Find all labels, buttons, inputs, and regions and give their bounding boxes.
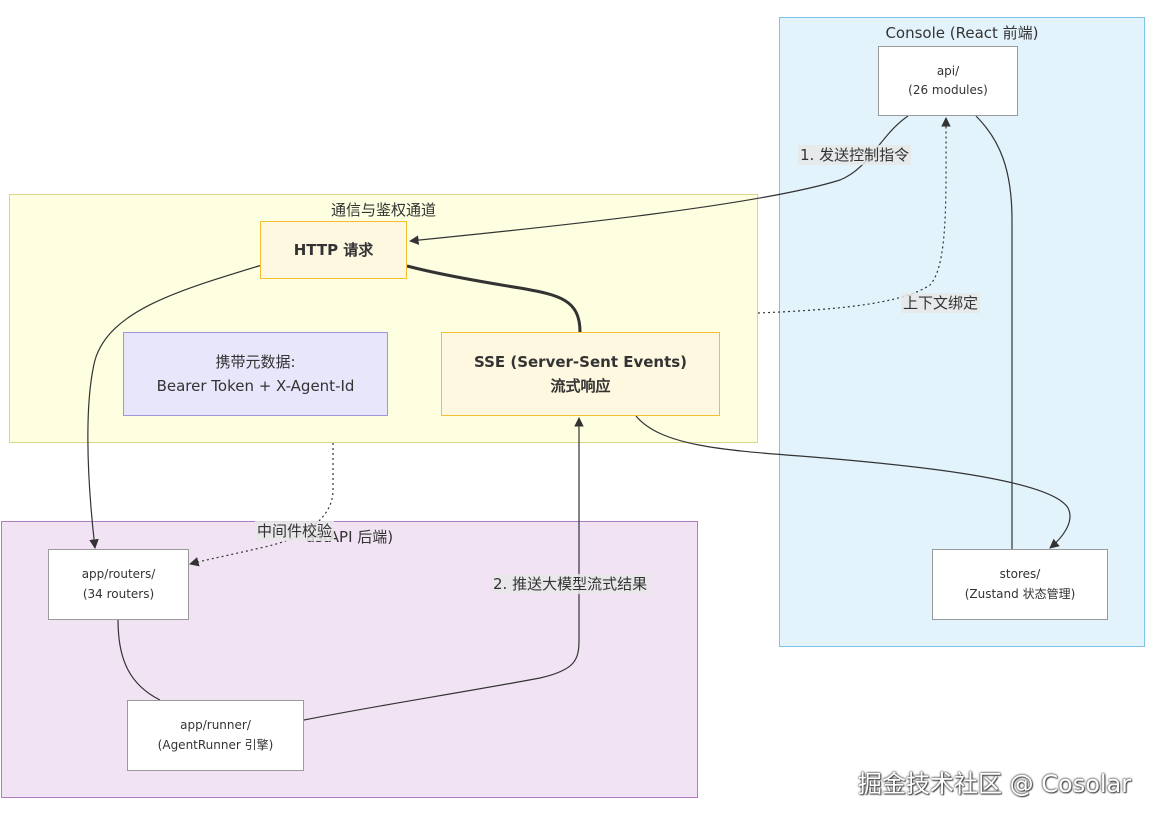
routers-label: app/routers/	[81, 567, 156, 582]
http-request-label: HTTP 请求	[293, 241, 374, 259]
edge-label-push-stream: 2. 推送大模型流式结果	[491, 574, 650, 594]
stores-node: stores/ (Zustand 状态管理)	[932, 549, 1108, 620]
routers-sublabel: (34 routers)	[82, 586, 155, 601]
metadata-label: 携带元数据:	[215, 353, 296, 371]
api-node: api/ (26 modules)	[878, 46, 1018, 116]
stores-node-sublabel: (Zustand 状态管理)	[964, 586, 1076, 601]
edge-http-to-routers	[87, 264, 263, 549]
edge-label-middleware-check: 中间件校验	[255, 521, 335, 541]
edge-meta-to-routers	[189, 443, 334, 567]
metadata-sublabel: Bearer Token + X-Agent-Id	[156, 377, 355, 395]
runner-sublabel: (AgentRunner 引擎)	[157, 737, 274, 752]
routers-node: app/routers/ (34 routers)	[48, 549, 189, 620]
sse-node: SSE (Server-Sent Events) 流式响应	[441, 332, 720, 416]
stores-node-label: stores/	[999, 567, 1041, 582]
edge-label-context-binding: 上下文绑定	[901, 293, 981, 313]
edge-bind-to-api	[757, 117, 951, 314]
api-node-label: api/	[936, 63, 960, 78]
runner-label: app/runner/	[180, 718, 251, 733]
sse-label: SSE (Server-Sent Events)	[473, 353, 688, 371]
console-group: Console (React 前端)	[779, 17, 1145, 647]
console-group-title: Console (React 前端)	[885, 24, 1039, 42]
edge-api-to-http	[409, 115, 909, 245]
http-request-node: HTTP 请求	[260, 221, 407, 279]
runner-node: app/runner/ (AgentRunner 引擎)	[127, 700, 304, 771]
channel-group-title: 通信与鉴权通道	[330, 201, 436, 219]
edge-label-send-command: 1. 发送控制指令	[798, 145, 912, 165]
edge-api-to-stores	[975, 115, 1013, 549]
edge-routers-to-runner	[117, 619, 161, 701]
watermark: 掘金技术社区 @ Cosolar	[858, 770, 1132, 798]
edge-runner-to-sse	[303, 417, 584, 721]
edge-sse-to-stores	[635, 415, 1071, 549]
edge-sse-to-http	[406, 264, 582, 333]
api-node-sublabel: (26 modules)	[908, 83, 988, 97]
metadata-node: 携带元数据: Bearer Token + X-Agent-Id	[123, 332, 388, 416]
sse-sublabel: 流式响应	[550, 377, 611, 395]
